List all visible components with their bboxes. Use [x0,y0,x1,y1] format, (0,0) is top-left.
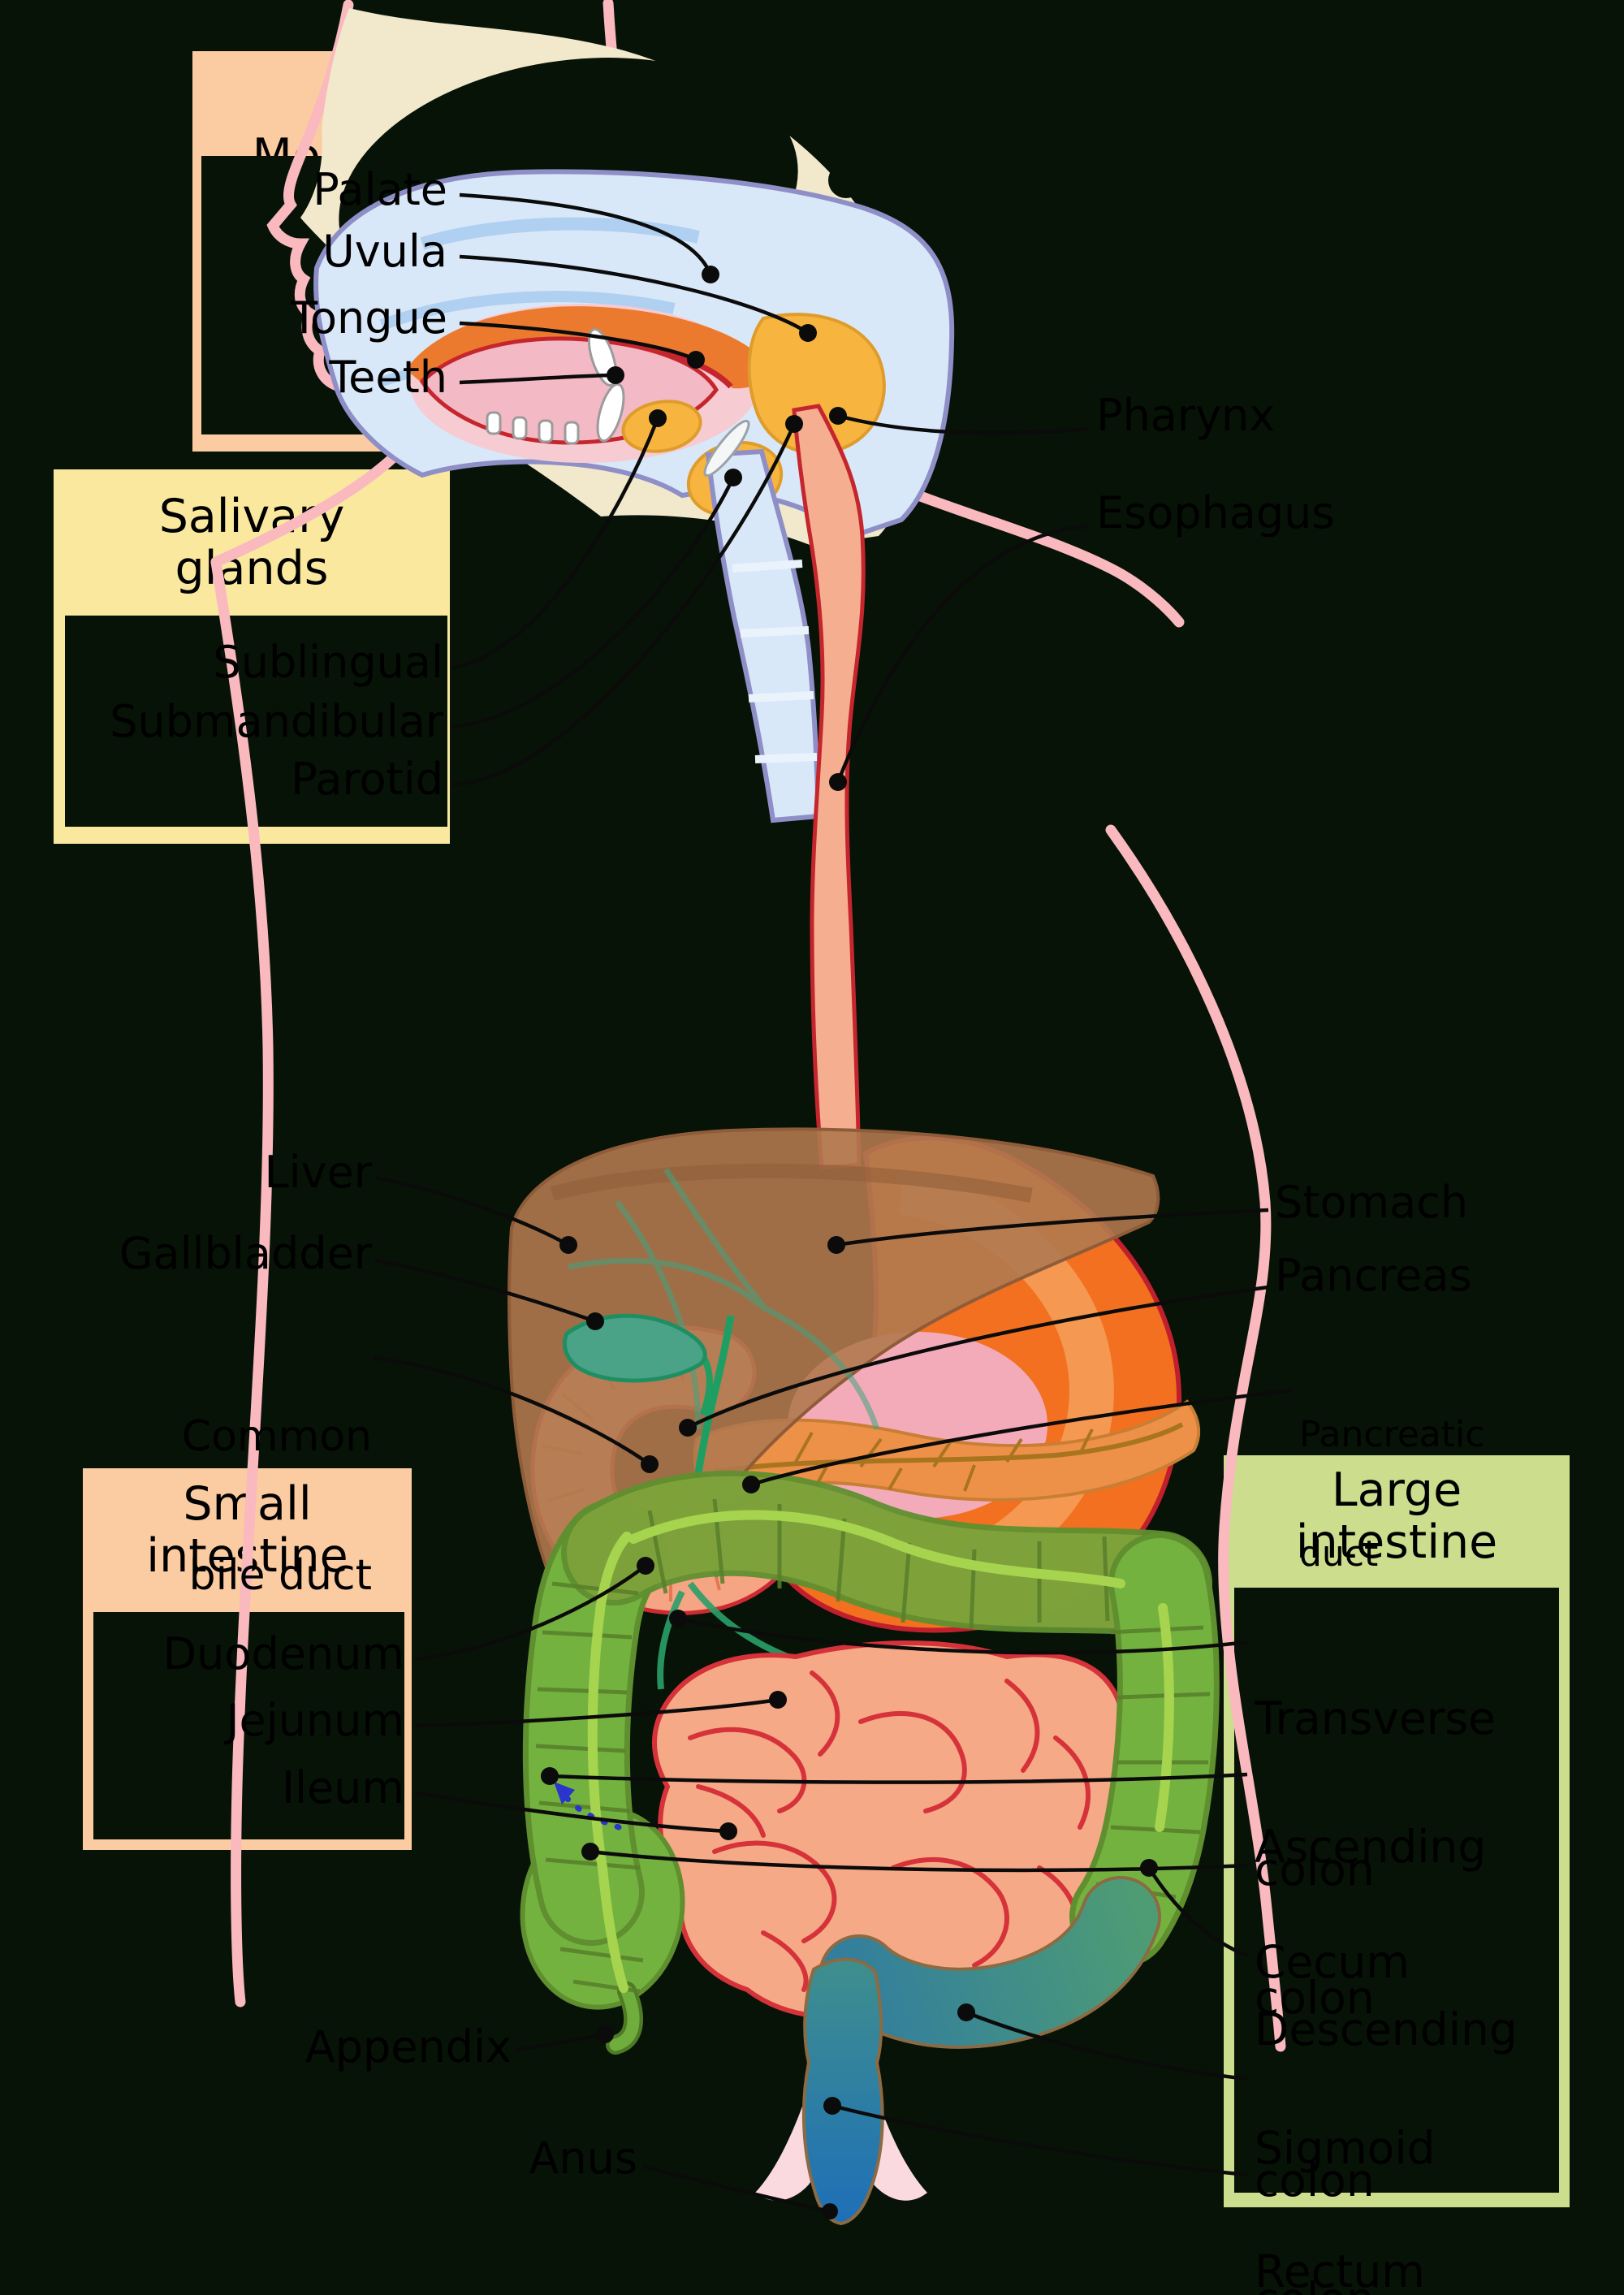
small-intestine-coils [688,1670,1091,1992]
salivary-glands-box: Salivary glands [54,469,450,844]
liver-shadow [550,1163,1033,1203]
leader-ileum [415,1791,729,1834]
common-bile-duct-shape [693,1315,735,1489]
flow-arrow-path [564,1795,622,1830]
left-torso-outline [210,556,274,2008]
leader-stomach [836,1208,1269,1247]
leader-descending-colon [1147,1866,1248,1958]
colon-tenia-lines [587,1510,1174,1993]
large-intestine-title-line1: Large [1331,1463,1462,1517]
large-intestine-box-title: Large intestine [1224,1464,1570,1568]
leader-anus [642,2164,831,2214]
nasal-streak-1 [420,217,700,250]
leader-dots [541,266,1158,2219]
leader-teeth [459,373,616,385]
trachea-rings [732,560,818,763]
flow-arrow [554,1782,622,1830]
epiglottis [703,419,750,478]
leader-submandibular [452,477,736,729]
right-torso-outline [1105,824,1286,2052]
leader-esophagus [836,524,1089,783]
leader-palate [459,192,713,275]
sublingual-gland [621,400,702,453]
large-intestine-box-panel [1234,1588,1559,2193]
leader-rectum [831,2103,1248,2177]
rectum-shape [801,1957,884,2226]
leader-tongue [459,321,697,362]
leader-gallbladder [374,1258,596,1324]
leader-liver [374,1175,570,1247]
leader-sigmoid-colon [965,2010,1248,2081]
salivary-box-panel [65,616,447,827]
leader-common-bile-duct [373,1355,651,1466]
leader-parotid [452,423,797,787]
leader-uvula [459,254,810,335]
leader-ascending-colon [549,1772,1248,1784]
liver-veins [568,1168,880,1431]
leader-pharynx [837,413,1089,435]
ear-canal [828,162,864,198]
leader-pancreatic-duct [750,1388,1294,1487]
large-intestine-title-line2: intestine [1295,1515,1498,1569]
leader-sublingual [452,417,660,670]
leader-jejunum [415,1697,779,1728]
large-intestine-group [520,1470,1220,2226]
leader-pancreas [686,1285,1269,1430]
gallbladder-shape [562,1313,707,1383]
colon-haustra-creases [535,1498,1211,1994]
flow-arrow-head [554,1782,575,1804]
leader-appendix [514,2032,606,2052]
pancreas-veins [714,1422,1184,1492]
small-intestine-box-panel [93,1612,404,1839]
large-intestine-box: Large intestine [1224,1455,1570,2207]
sigmoid-colon-fill [822,1879,1158,2046]
nasal-streak-2 [379,291,676,331]
leader-lines [373,192,1294,2214]
appendix-shape [609,1985,640,2051]
leader-duodenum [415,1564,647,1662]
head-cross-section [300,8,955,823]
leader-transverse-colon [677,1616,1248,1655]
